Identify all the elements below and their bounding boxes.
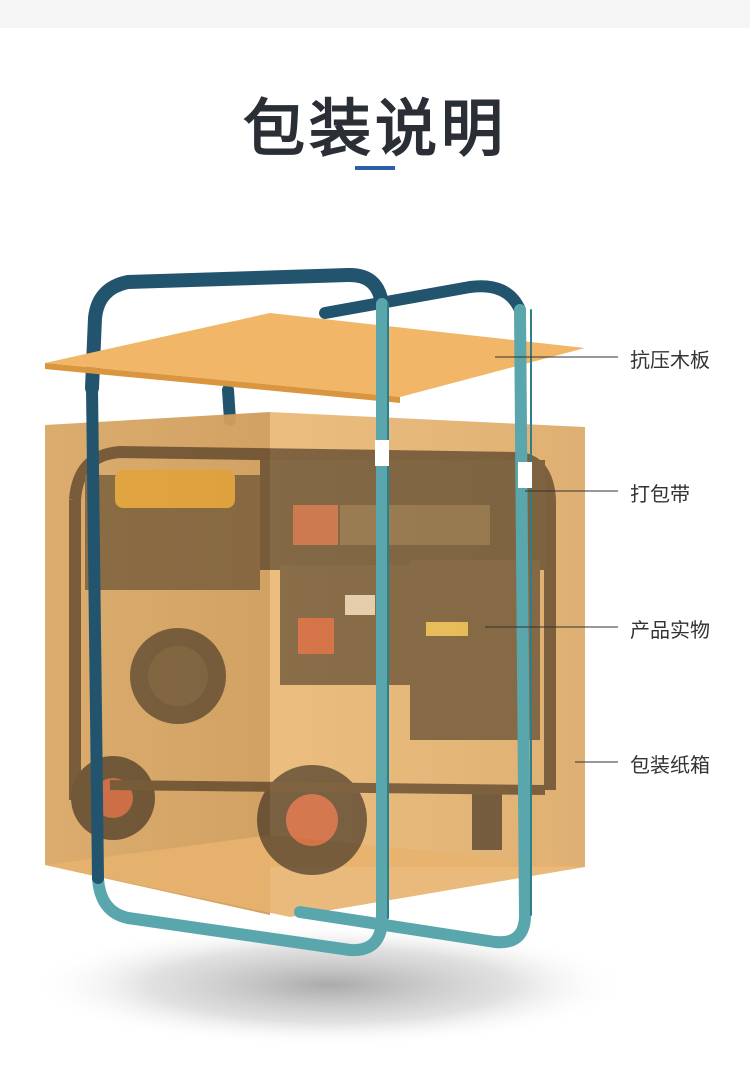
label-product: 产品实物: [630, 614, 710, 643]
label-pressure-board: 抗压木板: [630, 344, 710, 373]
label-carton: 包装纸箱: [630, 749, 710, 778]
generator-product: [71, 452, 550, 875]
label-packing-strap: 打包带: [630, 478, 690, 507]
strap-clip: [518, 462, 532, 488]
pressure-board: [45, 313, 585, 397]
strap-clip: [375, 440, 389, 466]
